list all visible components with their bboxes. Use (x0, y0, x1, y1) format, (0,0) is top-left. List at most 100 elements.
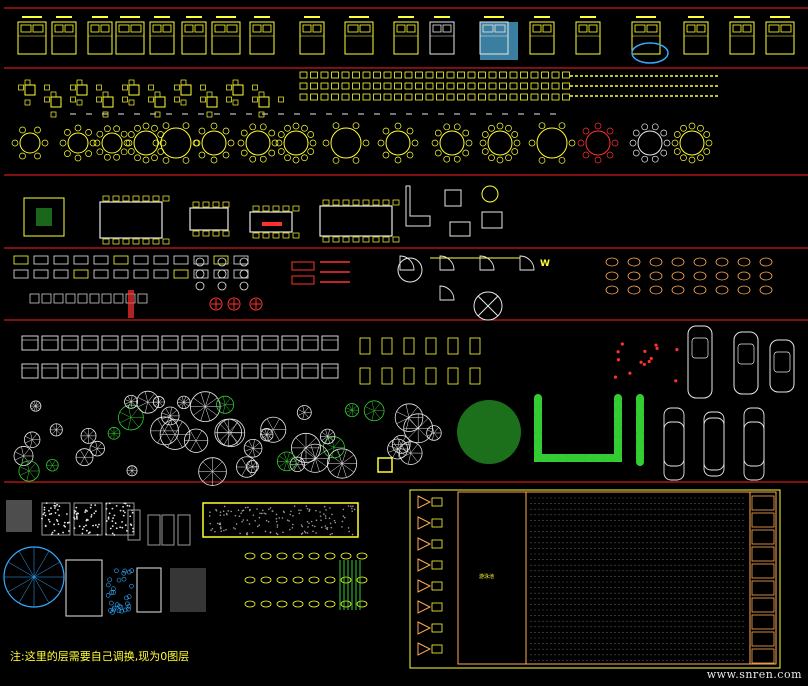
lounge-chair (417, 516, 432, 530)
strip-dot (211, 528, 214, 530)
chair (102, 91, 109, 98)
round-chair (284, 154, 291, 162)
hatch-dot (122, 510, 125, 512)
strip-dot (225, 512, 228, 515)
bed-frame (765, 21, 795, 55)
chair (148, 96, 154, 103)
car-roof (737, 343, 755, 365)
round-table (679, 130, 705, 156)
bed-blocks-row (17, 16, 795, 64)
sofa (221, 335, 239, 351)
strip-dot (209, 511, 211, 513)
round-chair (210, 122, 218, 130)
red-item (655, 346, 659, 350)
chair (258, 91, 265, 98)
chair-block (467, 93, 476, 101)
strip-dot (256, 508, 258, 510)
round-chair (301, 124, 308, 132)
round-chair (74, 124, 82, 132)
hatch-dot (48, 509, 50, 512)
hatch-dot (47, 518, 50, 521)
chair (226, 96, 232, 103)
tree-branches (277, 452, 297, 471)
round-chair (271, 139, 279, 147)
strip-dot (268, 508, 270, 511)
cyan-pebble (109, 600, 114, 606)
chair-block (299, 93, 308, 101)
hatch-dot (108, 502, 111, 505)
round-chair (382, 127, 390, 135)
strip-dot (292, 515, 294, 517)
chair (200, 84, 206, 91)
carpet-spoke (18, 550, 35, 578)
bed-frame (429, 21, 455, 55)
bed-pillow (578, 24, 588, 33)
strip-dot (324, 525, 327, 527)
chair-block (541, 82, 549, 90)
sofa (261, 363, 279, 379)
round-chair (249, 155, 257, 163)
hatch-dot (43, 508, 46, 511)
strip-dot (263, 512, 266, 515)
strip-dot (298, 509, 300, 511)
round-chair (64, 150, 71, 157)
large-shrub (457, 400, 521, 464)
round-chair (162, 156, 170, 164)
bed-pillow (696, 24, 706, 33)
hatch-dot (53, 523, 56, 526)
round-chair (96, 130, 104, 138)
hatch-dot (111, 525, 114, 528)
hatch-dot (87, 532, 90, 535)
chair (278, 96, 284, 103)
round-chair (142, 156, 150, 164)
meeting-chair (122, 195, 130, 202)
sofa (81, 335, 99, 351)
chair-block (373, 93, 381, 101)
tree-branches (427, 425, 442, 441)
tree-branches (392, 436, 411, 453)
strip-dot (293, 505, 296, 507)
round-chair (34, 126, 41, 134)
round-table (585, 130, 611, 156)
sanitary-fixture (605, 285, 619, 295)
strip-dot (304, 531, 307, 534)
chair-block (352, 71, 360, 79)
tree-branches (177, 396, 191, 409)
chair-block (457, 93, 465, 101)
appliance (113, 255, 129, 265)
chair-block (415, 93, 423, 101)
hatch-dot (56, 503, 59, 506)
planter-box (377, 457, 393, 473)
hatch-dot (73, 516, 75, 519)
bed-pillow (646, 24, 658, 33)
meeting-chair (212, 201, 220, 208)
chair-block (373, 82, 381, 90)
sofa (21, 363, 39, 379)
tree-branches (246, 460, 259, 473)
sofa (181, 363, 199, 379)
sanitary-fixture (605, 271, 619, 281)
round-chair (113, 125, 120, 133)
strip-dot (292, 523, 294, 526)
round-chair (352, 122, 360, 130)
round-chair (406, 151, 414, 159)
round-chair (151, 154, 158, 162)
meeting-chair (202, 201, 210, 208)
sofa (81, 363, 99, 379)
hatch-dot (122, 514, 125, 517)
strip-dot (248, 509, 251, 512)
strip-dot (208, 515, 211, 517)
stone-paver (324, 600, 336, 608)
hatch-dot (129, 523, 132, 526)
strip-dot (329, 507, 331, 509)
sanitary-fixture (605, 257, 619, 267)
hatch-dot (54, 505, 57, 507)
highlight-ellipse (631, 42, 669, 64)
car-plan (733, 331, 759, 395)
round-chair (582, 151, 590, 159)
stone-paver (244, 552, 256, 560)
hatch-dot (76, 517, 78, 520)
appliance (33, 255, 49, 265)
symbol-cross (229, 299, 239, 309)
bed-pillow (634, 24, 646, 33)
